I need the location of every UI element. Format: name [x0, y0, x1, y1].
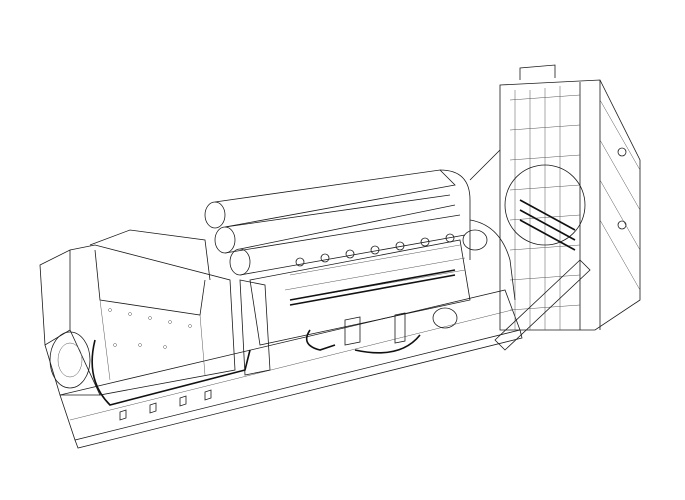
radiator — [469, 64, 641, 351]
alternator — [39, 229, 251, 406]
base-skid — [59, 289, 523, 449]
engine — [204, 169, 488, 376]
